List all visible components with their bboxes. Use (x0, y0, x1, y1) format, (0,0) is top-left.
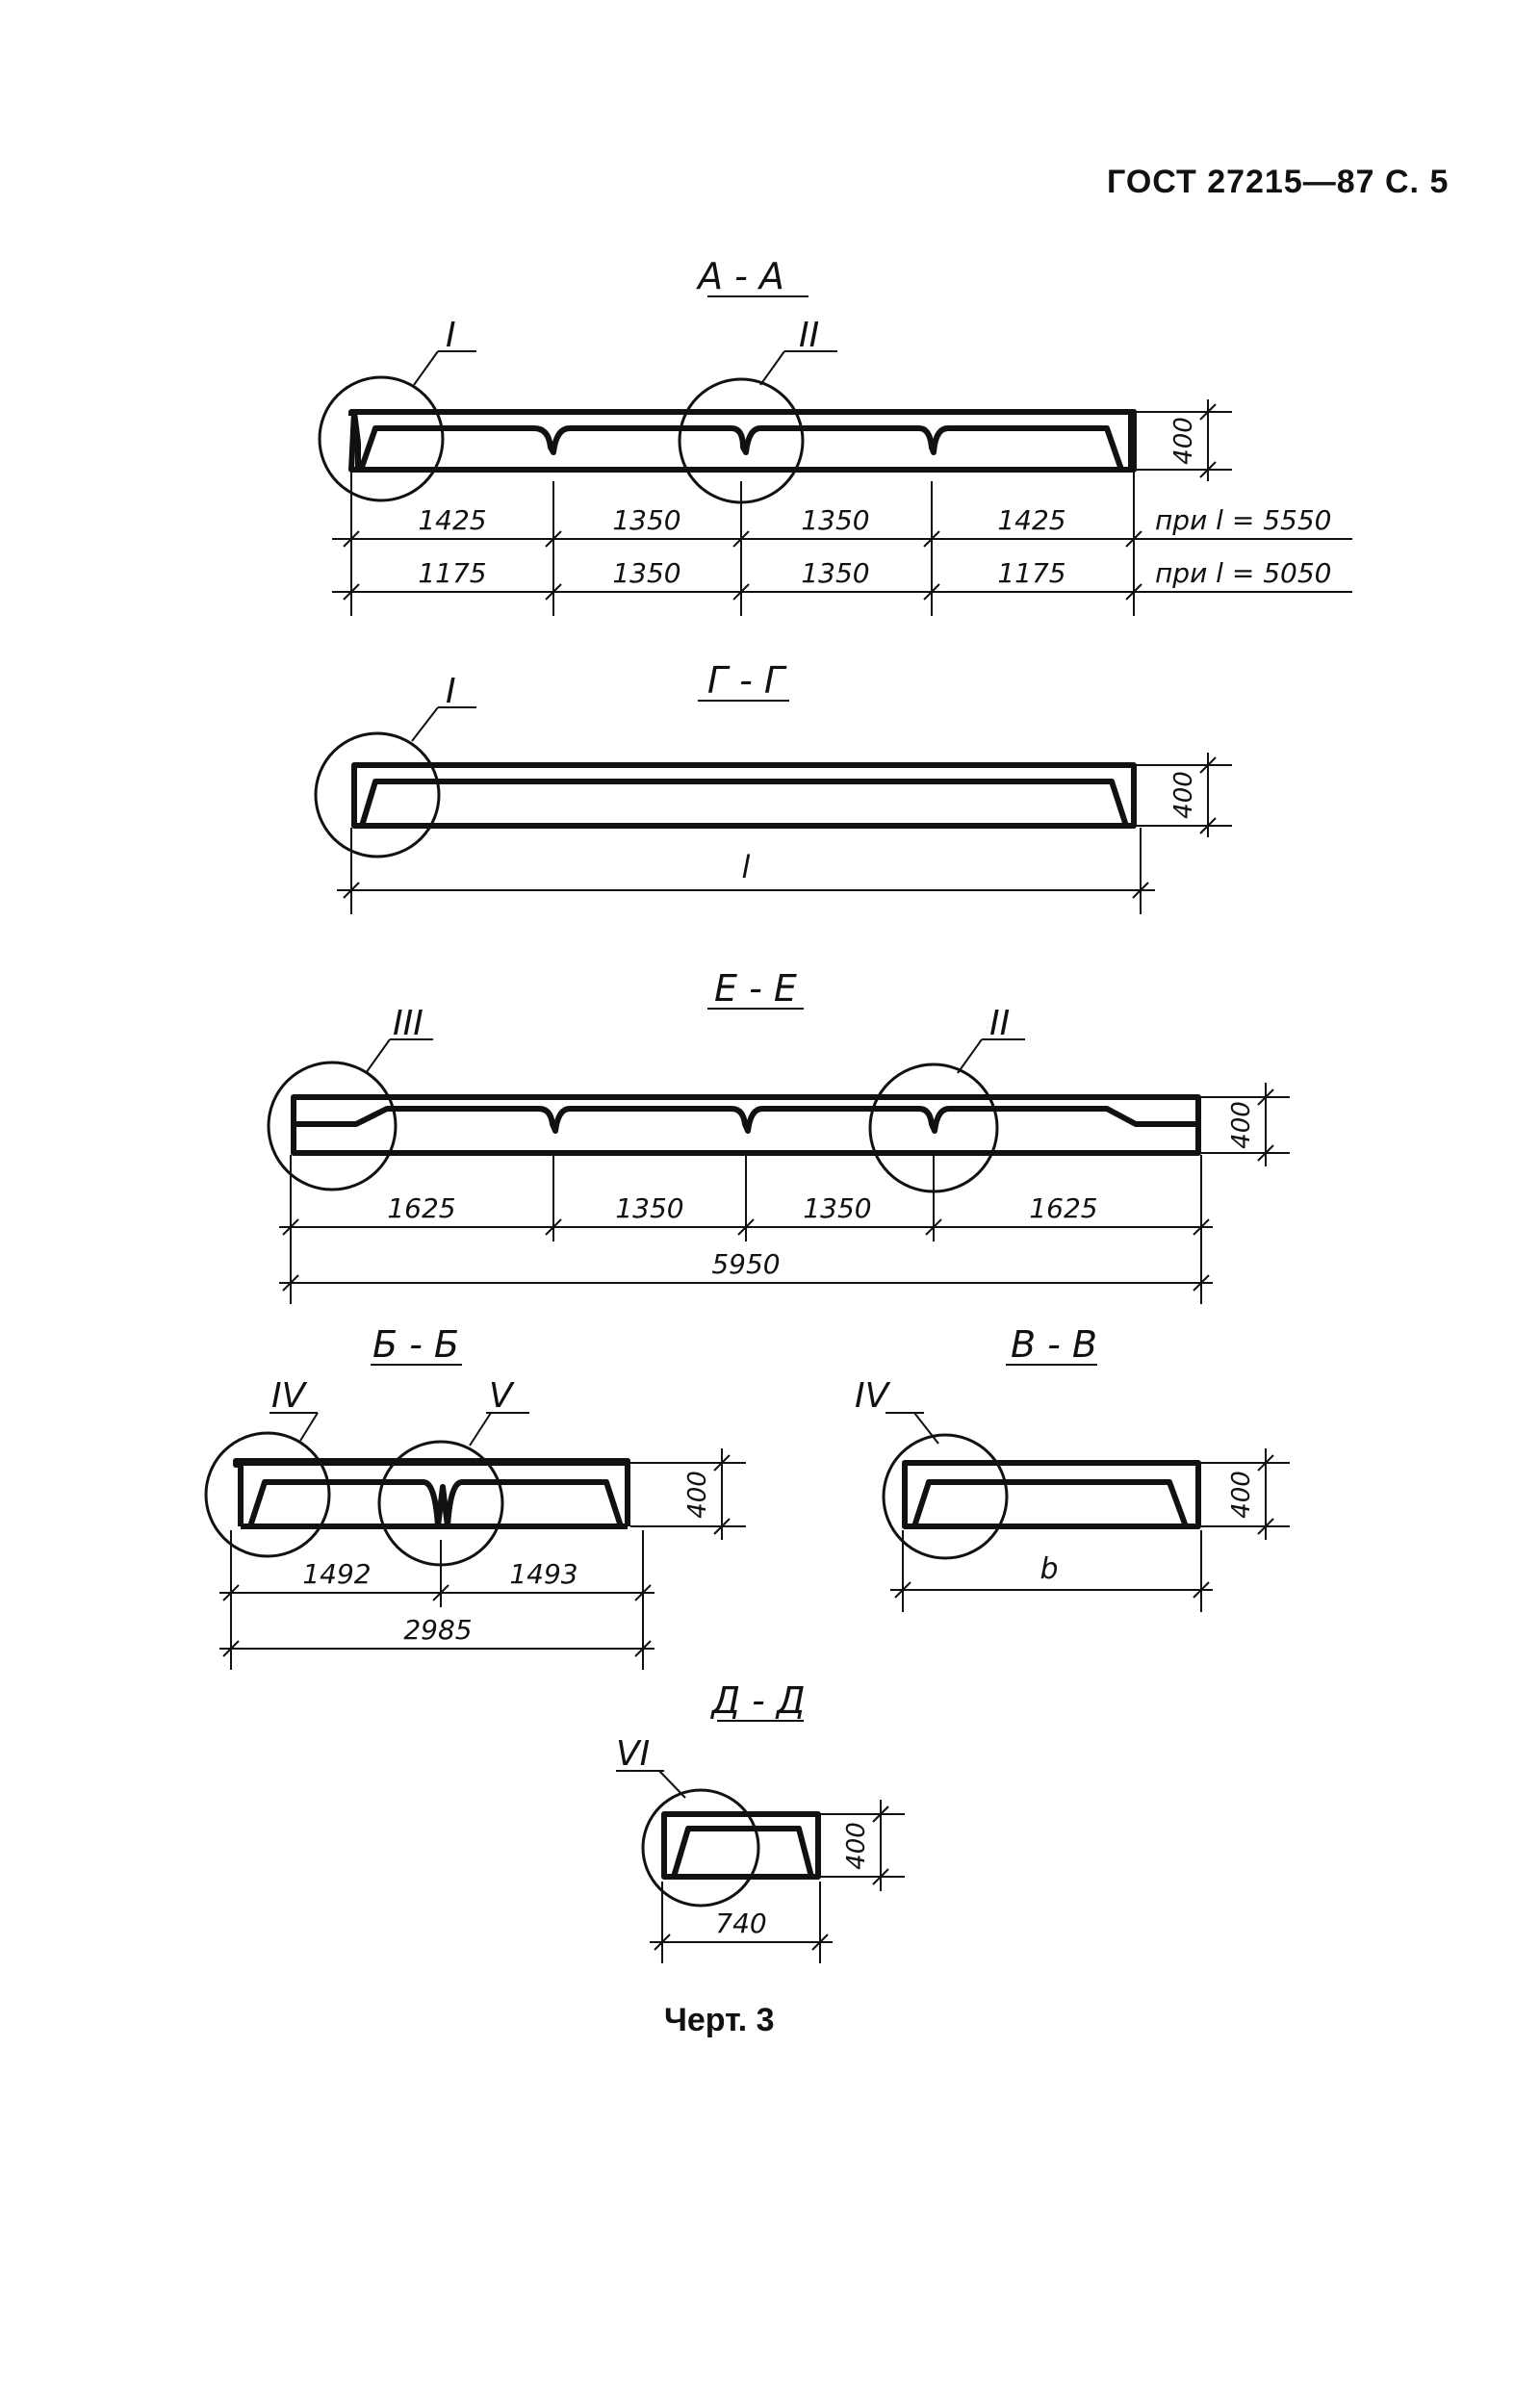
document-reference: ГОСТ 27215—87 С. 5 (1107, 164, 1450, 200)
section-gg-length: l (742, 849, 751, 885)
dim-aa-r2-1: 1175 (418, 557, 486, 589)
dim-aa-r1-4: 1425 (997, 504, 1065, 536)
callout-label-dd-VI: VI (616, 1734, 650, 1774)
section-ee: Е - Е III II 400 (267, 967, 1290, 1304)
callout-label-bb-IV: IV (271, 1376, 308, 1416)
section-aa-title: А - А (695, 255, 784, 297)
dim-aa-r2-2: 1350 (612, 557, 680, 589)
callout-label-gg-I: I (446, 672, 456, 711)
dim-aa-r2-note: при l = 5050 (1155, 557, 1331, 589)
callout-label-ee-III: III (393, 1004, 424, 1043)
callout-label-vv-IV: IV (855, 1376, 891, 1416)
section-gg-title: Г - Г (707, 659, 787, 702)
section-vv-width: b (1040, 1552, 1058, 1586)
callout-circle-gg-I (314, 731, 441, 858)
section-gg-height: 400 (1169, 771, 1198, 819)
section-bb: Б - Б IV V 400 (204, 1323, 746, 1670)
callout-label-II: II (799, 316, 819, 355)
callout-circle-vv-IV (882, 1433, 1009, 1560)
section-ee-panel (291, 1094, 1201, 1156)
section-ee-height: 400 (1227, 1101, 1256, 1149)
callout-label-bb-V: V (489, 1376, 515, 1416)
dim-aa-r2-3: 1350 (801, 557, 869, 589)
section-aa-panel (348, 409, 1137, 473)
dim-ee-1: 1625 (387, 1192, 455, 1224)
dim-aa-r1-1: 1425 (418, 504, 486, 536)
section-dd-width: 740 (715, 1908, 766, 1939)
dim-ee-2: 1350 (615, 1192, 683, 1224)
dim-bb-total: 2985 (403, 1614, 472, 1646)
dim-aa-r1-3: 1350 (801, 504, 869, 536)
dim-aa-r1-note: при l = 5550 (1155, 504, 1331, 536)
callout-circle-bb-IV (204, 1431, 331, 1558)
callout-label-I: I (446, 316, 456, 355)
section-aa: А - А I II 400 (318, 255, 1352, 616)
section-dd-title: Д - Д (709, 1679, 805, 1722)
dim-ee-total: 5950 (711, 1248, 780, 1280)
section-vv-title: В - В (1011, 1323, 1097, 1366)
section-vv-height: 400 (1227, 1471, 1256, 1519)
section-ee-title: Е - Е (714, 967, 797, 1010)
dim-bb-2: 1493 (509, 1558, 578, 1590)
figure-caption: Черт. 3 (664, 2002, 775, 2038)
dim-aa-r2-4: 1175 (997, 557, 1065, 589)
dim-aa-r1-2: 1350 (612, 504, 680, 536)
callout-circle-I (318, 375, 445, 502)
section-gg: Г - Г I 400 l (314, 659, 1232, 914)
section-gg-panel (351, 762, 1137, 829)
callout-circle-dd-VI (641, 1788, 760, 1908)
section-dd: Д - Д VI 400 740 (616, 1679, 905, 1963)
callout-label-ee-II: II (989, 1004, 1010, 1043)
dim-bb-1: 1492 (302, 1558, 371, 1590)
callout-circle-ee-III (267, 1061, 398, 1191)
dim-ee-4: 1625 (1029, 1192, 1097, 1224)
section-vv: В - В IV 400 b (855, 1323, 1290, 1612)
dim-ee-3: 1350 (803, 1192, 871, 1224)
section-bb-title: Б - Б (372, 1323, 459, 1366)
section-aa-height: 400 (1169, 417, 1198, 465)
section-dd-panel (661, 1811, 821, 1880)
section-bb-height: 400 (683, 1471, 712, 1519)
section-vv-panel (902, 1460, 1201, 1529)
section-dd-height: 400 (842, 1822, 871, 1870)
